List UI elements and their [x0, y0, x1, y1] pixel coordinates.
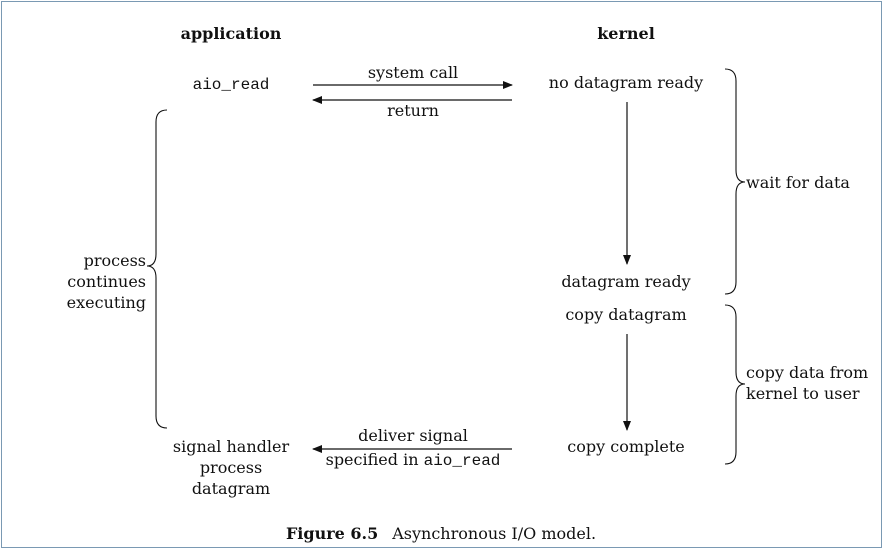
kernel-header: kernel — [597, 24, 655, 43]
caption-label: Figure 6.5 — [285, 524, 379, 543]
copy-data-label: copy data from kernel to user — [746, 363, 869, 403]
wait-for-data-label: wait for data — [746, 173, 850, 192]
process-brace — [146, 109, 168, 429]
wait-brace — [724, 68, 746, 295]
no-datagram-ready-label: no datagram ready — [548, 73, 704, 92]
specified-in-text: specified in — [325, 450, 424, 469]
copy-complete-label: copy complete — [567, 437, 685, 456]
signal-handler-label: signal handler process datagram — [172, 437, 290, 498]
specified-in-label: specified in aio_read — [326, 450, 501, 471]
figure-caption: Figure 6.5 Asynchronous I/O model. — [286, 524, 596, 544]
application-header: application — [180, 24, 282, 43]
deliver-signal-label: deliver signal — [358, 426, 468, 445]
aio-read-call: aio_read — [192, 76, 270, 94]
specified-fn-text: aio_read — [423, 452, 501, 470]
datagram-ready-label: datagram ready — [561, 272, 691, 291]
copy-brace — [724, 304, 746, 465]
process-continues-label: process continues executing — [66, 251, 146, 312]
return-label: return — [387, 101, 439, 120]
caption-text: Asynchronous I/O model. — [392, 524, 597, 543]
system-call-label: system call — [367, 63, 459, 82]
copy-datagram-label: copy datagram — [565, 305, 687, 324]
